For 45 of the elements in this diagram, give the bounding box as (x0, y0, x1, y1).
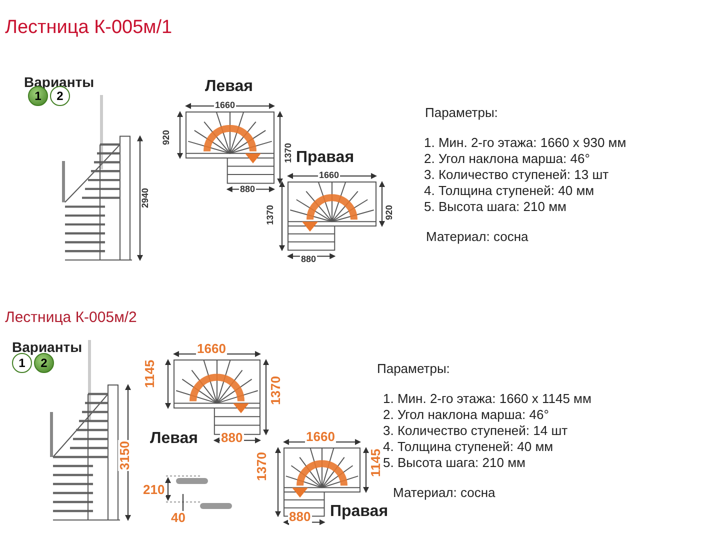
heading: Варианты (24, 75, 94, 89)
dimension-label: 920 (162, 128, 171, 146)
dimension-label: 880 (220, 431, 244, 444)
dimension-label: 2940 (141, 186, 150, 209)
dimension-label: 1145 (143, 358, 156, 389)
variant-circle: 2 (34, 353, 54, 373)
dimension-label: 1370 (269, 375, 282, 406)
heading: Левая (205, 79, 253, 95)
list-item: 4. Толщина ступеней: 40 мм (383, 440, 554, 453)
dimension-label: 1660 (214, 101, 236, 110)
dimension-label: 880 (300, 255, 318, 264)
dimension-label: 920 (385, 204, 394, 221)
list-item: 1. Мин. 2-го этажа: 1660 х 930 мм (424, 136, 626, 149)
list-item: 4. Толщина ступеней: 40 мм (424, 184, 594, 197)
heading: Параметры: (425, 106, 498, 119)
list-item: 3. Количество ступеней: 13 шт (424, 168, 609, 181)
dimension-label: 1370 (284, 142, 293, 164)
dimension-label: 3150 (118, 440, 131, 471)
heading: Параметры: (377, 362, 450, 375)
dimension-label: 1145 (369, 448, 382, 478)
dimension-label: 40 (170, 511, 186, 524)
note-text: Материал: сосна (393, 486, 496, 499)
heading: Варианты (12, 340, 82, 354)
list-item: 1. Мин. 2-го этажа: 1660 х 1145 мм (383, 392, 592, 405)
list-item: 2. Угол наклона марша: 46° (383, 408, 549, 421)
heading: Лестница К-005м/2 (5, 310, 137, 325)
heading: Правая (296, 150, 354, 166)
dimension-label: 1660 (196, 342, 227, 355)
dimension-label: 1370 (266, 204, 275, 226)
dimension-label: 880 (288, 510, 312, 523)
list-item: 3. Количество ступеней: 14 шт (383, 424, 568, 437)
heading: Правая (330, 504, 388, 520)
dimension-label: 880 (239, 185, 256, 194)
list-item: 5. Высота шага: 210 мм (424, 200, 566, 213)
variant-circle: 1 (12, 353, 32, 373)
heading: Лестница К-005м/1 (5, 18, 172, 37)
dimension-label: 210 (142, 483, 166, 496)
dimension-label: 1370 (255, 451, 268, 482)
list-item: 5. Высота шага: 210 мм (383, 456, 526, 469)
note-text: Материал: сосна (426, 230, 528, 243)
heading: Левая (150, 431, 198, 447)
dimension-label: 1660 (305, 430, 336, 443)
variant-circle: 2 (50, 86, 70, 106)
list-item: 2. Угол наклона марша: 46° (424, 152, 590, 165)
dimension-label: 1660 (318, 171, 340, 180)
